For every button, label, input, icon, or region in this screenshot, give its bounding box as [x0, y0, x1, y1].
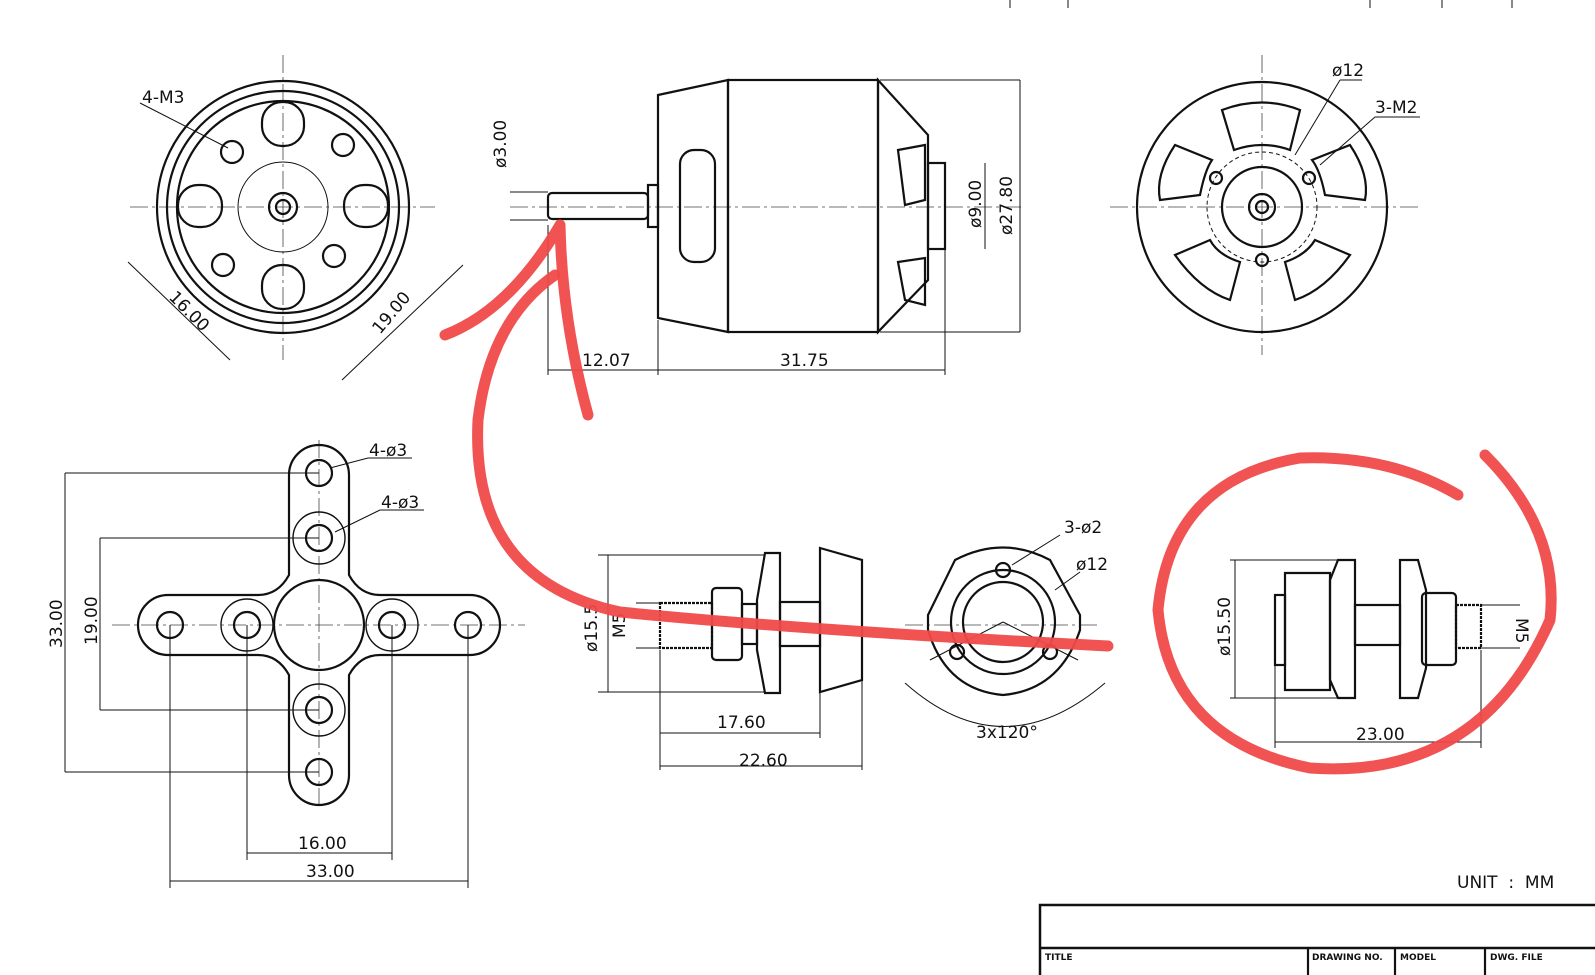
red-annotations: [439, 219, 1557, 775]
prop-adapter: ø15.5 M5 17.60 22.60: [582, 546, 864, 771]
flange-dia-label: ø15.5: [582, 604, 602, 652]
front-view: 4-M3 16.00 19.00: [127, 55, 464, 381]
width-outer-label: 33.00: [306, 862, 355, 882]
length-b-label: 22.60: [739, 751, 788, 771]
red-arrow-head: [439, 219, 594, 421]
red-circle: [1152, 449, 1557, 775]
body-length-label: 31.75: [780, 351, 829, 371]
rear-circle-dia: ø12: [1332, 61, 1364, 81]
alt-length-label: 23.00: [1356, 725, 1405, 745]
collet-holes-label: 3-ø2: [1064, 518, 1102, 538]
cross-mount: 4-ø3 4-ø3 33.00 19.00 16.00 33.00: [47, 440, 525, 888]
height-outer-label: 33.00: [47, 599, 67, 648]
body-dia-label: ø27.80: [997, 176, 1017, 235]
shaft-dia-label: ø3.00: [491, 120, 511, 168]
alt-flange-dia-label: ø15.50: [1215, 597, 1235, 656]
collet-angle-label: 3x120°: [976, 723, 1038, 743]
rear-view: ø12 3-M2: [1110, 55, 1420, 355]
collet-dia-label: ø12: [1076, 555, 1108, 575]
width-inner-label: 16.00: [298, 834, 347, 854]
hub-dia-label: ø9.00: [966, 180, 986, 228]
top-border: [1009, 0, 1513, 8]
thread-label: M5: [610, 613, 630, 638]
height-inner-label: 19.00: [82, 596, 102, 645]
model-field: MODEL: [1400, 953, 1436, 963]
length-a-label: 17.60: [717, 713, 766, 733]
front-thread-label: 4-M3: [142, 88, 184, 108]
outer-holes-label: 4-ø3: [369, 441, 407, 461]
dwg-file-field: DWG. FILE: [1490, 953, 1543, 963]
title-field: TITLE: [1045, 953, 1073, 963]
collet-view: 3-ø2 ø12 3x120°: [904, 518, 1108, 743]
side-view: ø3.00 ø9.00 ø27.80 12.07 31.75: [491, 77, 1025, 375]
title-block: TITLE DRAWING NO. MODEL DWG. FILE: [1038, 903, 1595, 975]
inner-holes-label: 4-ø3: [381, 493, 419, 513]
front-dim-19: 19.00: [369, 288, 416, 338]
alt-thread-label: M5: [1511, 618, 1531, 643]
red-arrow-curve: [472, 269, 1114, 652]
drawing-no-field: DRAWING NO.: [1312, 953, 1383, 963]
shaft-length-label: 12.07: [582, 351, 631, 371]
rear-thread-label: 3-M2: [1375, 98, 1417, 118]
unit-label: UNIT : MM: [1457, 873, 1554, 893]
